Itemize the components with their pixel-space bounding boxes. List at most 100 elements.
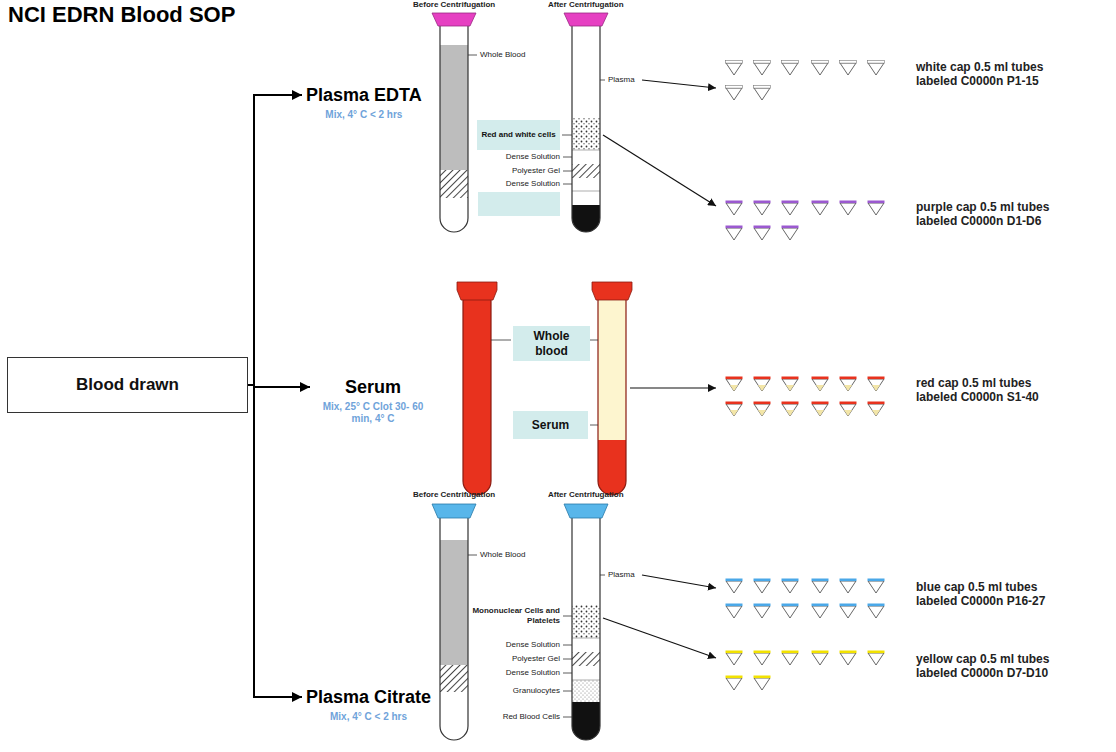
branch-node: Plasma CitrateMix, 4° C < 2 hrs: [306, 686, 431, 723]
yellow-microtubes: [726, 651, 885, 691]
microtube: [840, 579, 857, 594]
drawing-part: [572, 26, 600, 236]
microtube: [726, 86, 743, 101]
node-heading: Serum: [314, 376, 432, 398]
leader-line: [590, 340, 598, 341]
microtube: [726, 61, 743, 76]
flow-connector: [248, 385, 310, 387]
microtube: [782, 604, 799, 619]
microtube: [840, 402, 857, 417]
drawing-part: [432, 504, 476, 518]
drawing-part: [440, 518, 468, 743]
highlight-box: Red and white cells: [477, 120, 560, 150]
aliquot-arrow: [603, 618, 716, 658]
tube-layer-label: Before Centrifugation: [413, 490, 495, 500]
microtube: [840, 201, 857, 216]
microtube: [726, 604, 743, 619]
drawing-part: [440, 26, 468, 232]
microtube: [868, 651, 885, 666]
drawing-part: [564, 13, 608, 26]
drawing-part: [572, 164, 600, 178]
tube-layer-label: Dense Solution: [506, 179, 560, 189]
tube-layer-label: After Centrifugation: [548, 490, 624, 500]
red-microtubes: [726, 377, 885, 417]
leader-line: [468, 55, 477, 56]
tube-layer-label: Whole Blood: [480, 550, 525, 560]
tube-layer-label: Polyester Gel: [512, 654, 560, 664]
node-heading: Plasma EDTA: [306, 84, 422, 106]
drawing-part: [440, 518, 468, 740]
citrate-after-tube: [564, 504, 608, 743]
drawing-part: [572, 518, 600, 740]
microtube: [868, 61, 885, 76]
drawing-part: [598, 300, 626, 440]
drawing-part: [598, 300, 626, 495]
flow-connector: [248, 95, 302, 385]
tube-layer-label: Plasma: [608, 570, 635, 580]
node-heading: Serum: [532, 418, 569, 432]
microtube: [726, 377, 743, 392]
leader-lines: [468, 555, 605, 717]
microtube: [782, 226, 799, 241]
microtube: [726, 579, 743, 594]
aliquot-arrow: [603, 135, 716, 206]
tube-layer-label: Red Blood Cells: [503, 712, 560, 722]
highlight-box: Whole blood: [513, 326, 590, 361]
leader-line: [563, 717, 572, 718]
tube-layer-label: After Centrifugation: [548, 0, 624, 10]
leader-line: [600, 80, 605, 81]
edta-after-tube: [564, 13, 608, 236]
microtube: [754, 651, 771, 666]
serum-before-tube: [457, 282, 497, 500]
microtube: [868, 201, 885, 216]
drawing-part: [572, 518, 600, 743]
microtube: [812, 61, 829, 76]
drawing-part: [572, 26, 600, 236]
microtube: [754, 201, 771, 216]
drawing-part: [572, 26, 600, 232]
aliquot-label: purple cap 0.5 ml tubes labeled C0000n D…: [916, 200, 1068, 228]
leader-line: [563, 645, 572, 646]
microtube: [754, 676, 771, 691]
microtube: [754, 377, 771, 392]
drawing-part: [572, 702, 600, 743]
branch-node: Plasma EDTAMix, 4° C < 2 hrs: [306, 84, 422, 121]
microtube: [726, 651, 743, 666]
leader-line: [491, 340, 511, 341]
microtube: [782, 402, 799, 417]
drawing-part: [572, 191, 600, 192]
drawing-part: [440, 518, 468, 743]
microtube: [812, 377, 829, 392]
branch-node: SerumMix, 25° C Clot 30- 60 min, 4° C: [314, 376, 432, 425]
aliquot-label: white cap 0.5 ml tubes labeled C0000n P1…: [916, 60, 1068, 88]
drawing-part: [463, 300, 491, 500]
microtube: [812, 651, 829, 666]
drawing-part: [572, 652, 600, 666]
microtube: [840, 61, 857, 76]
tube-layer-label: Dense Solution: [506, 640, 560, 650]
drawing-part: [440, 45, 468, 170]
microtube: [782, 377, 799, 392]
node-heading: Red and white cells: [481, 130, 555, 140]
microtube: [868, 402, 885, 417]
microtube: [782, 201, 799, 216]
microtube: [754, 86, 771, 101]
leader-line: [563, 691, 572, 692]
drawing-part: [457, 282, 497, 300]
leader-line: [600, 575, 605, 576]
aliquot-arrow: [642, 575, 716, 588]
microtube: [812, 579, 829, 594]
serum-after-tube: [592, 282, 632, 500]
drawing-part: [572, 680, 600, 681]
drawing-part: [440, 170, 468, 198]
tube-layer-label: Whole Blood: [480, 50, 525, 60]
aliquot-label: yellow cap 0.5 ml tubes labeled C0000n D…: [916, 652, 1068, 680]
drawing-part: [463, 300, 491, 495]
microtube: [782, 61, 799, 76]
highlight-box: Serum: [513, 411, 588, 439]
drawing-part: [572, 205, 600, 236]
drawing-part: [440, 26, 468, 236]
blue-microtubes: [726, 579, 885, 619]
microtube: [726, 226, 743, 241]
